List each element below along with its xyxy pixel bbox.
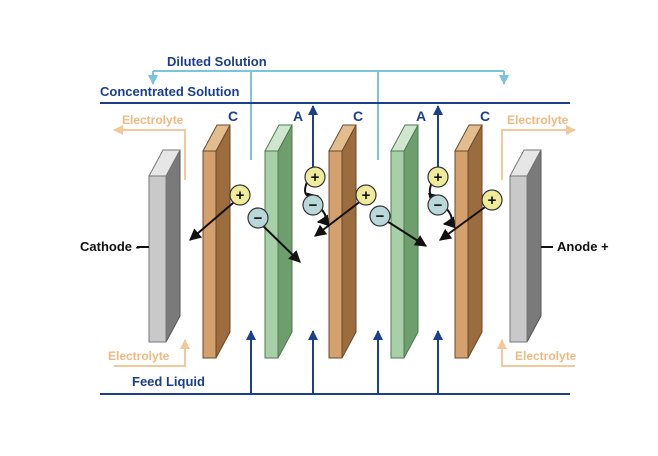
cation-ion: + [229,184,251,206]
feed-flow-lines [100,330,570,395]
electrolyte-label: Electrolyte [108,349,170,363]
ion-symbol: − [434,197,443,214]
ion-symbol: − [254,210,263,227]
ion-symbol: + [488,192,497,209]
electrolyte-label: Electrolyte [515,349,577,363]
ion-migration-arrows [189,181,493,263]
cathode-label: Cathode - [80,239,140,254]
cation-ion: + [304,166,326,188]
ion-symbol: + [362,187,371,204]
anion-ion: − [369,205,391,227]
electrolyte-label: Electrolyte [507,113,569,127]
cation-ion: + [427,166,449,188]
membrane-label: A [293,108,303,124]
cation-ion: + [355,184,377,206]
membrane-a-2 [390,124,419,359]
membrane-label: C [228,108,238,124]
diluted-solution-label: Diluted Solution [167,54,267,69]
membrane-c-1 [202,124,231,359]
ion-symbol: − [376,208,385,225]
ion-symbol: + [311,169,320,186]
anode-label: Anode + [557,239,609,254]
membrane-c-2 [328,124,357,359]
anode-electrode [509,149,542,343]
membrane-label: C [353,108,363,124]
diluted-flow-lines [148,70,509,160]
anion-ion: − [302,194,324,216]
membrane-a-1 [264,124,293,359]
anion-ion: − [427,194,449,216]
electrolyte-label: Electrolyte [122,113,184,127]
membrane-label: A [416,108,426,124]
electrolyte-flow-lines [113,125,576,367]
anion-ion: − [247,207,269,229]
concentrated-solution-label: Concentrated Solution [100,84,239,99]
ion-symbol: + [434,169,443,186]
ion-symbol: + [236,187,245,204]
cathode-electrode [148,149,181,343]
cation-ion: + [481,189,503,211]
ion-symbol: − [309,197,318,214]
membrane-label: C [480,108,490,124]
membrane-c-3 [454,124,483,359]
feed-liquid-label: Feed Liquid [132,374,205,389]
